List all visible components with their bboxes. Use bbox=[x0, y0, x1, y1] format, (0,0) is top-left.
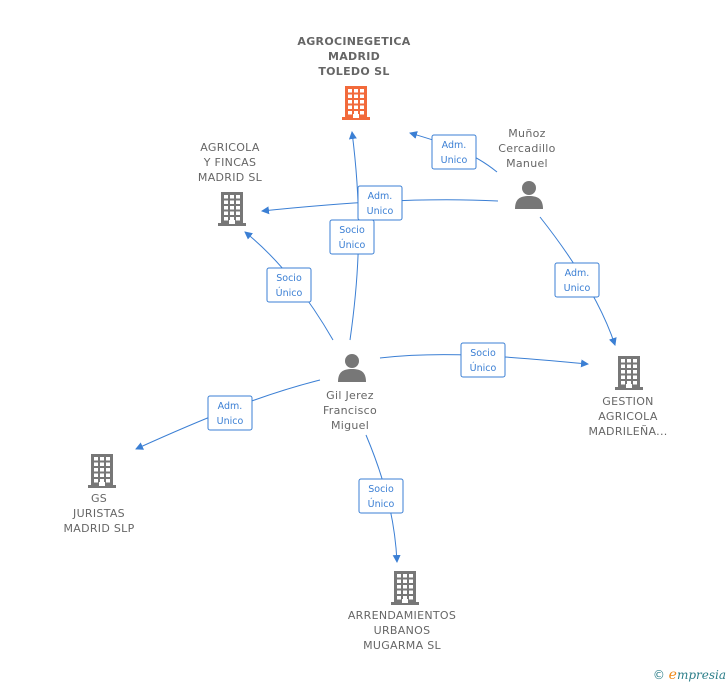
edge-label-text: Único bbox=[276, 287, 303, 299]
node-label-agricola-fincas[interactable]: AGRICOLA Y FINCAS MADRID SL bbox=[197, 141, 263, 184]
node-label-gil-jerez[interactable]: Gil Jerez Francisco Miguel bbox=[322, 389, 378, 432]
person-icon[interactable] bbox=[514, 180, 544, 214]
edge-label[interactable]: Adm. Unico bbox=[431, 134, 477, 170]
edge-label-box bbox=[357, 185, 403, 221]
copyright-symbol: © bbox=[652, 668, 665, 682]
node-label-gs-juristas[interactable]: GS JURISTAS MADRID SLP bbox=[63, 492, 135, 535]
edge-label-box bbox=[207, 395, 253, 431]
edge-label-text: Unico bbox=[564, 283, 591, 294]
building-icon[interactable] bbox=[216, 191, 248, 231]
node-label-munoz[interactable]: Muñoz Cercadillo Manuel bbox=[498, 127, 556, 170]
edge-label-box bbox=[460, 342, 506, 378]
brand-logo-text: mpresia bbox=[676, 668, 726, 682]
brand-logo-e: e bbox=[668, 667, 677, 683]
building-icon[interactable] bbox=[389, 570, 421, 610]
edge-label-text: Adm. bbox=[368, 191, 393, 202]
edge-label-box bbox=[431, 134, 477, 170]
node-label-agrocinegetica[interactable]: AGROCINEGETICA MADRID TOLEDO SL bbox=[297, 35, 411, 78]
building-icon[interactable] bbox=[86, 453, 118, 493]
building-icon[interactable] bbox=[613, 355, 645, 395]
edge-label-text: Único bbox=[470, 362, 497, 374]
edge-label-text: Socio bbox=[339, 225, 365, 236]
edge-label-text: Unico bbox=[441, 155, 468, 166]
edge-label[interactable]: Adm. Unico bbox=[207, 395, 253, 431]
brand-footer: © empresia bbox=[653, 667, 726, 683]
edge-label-text: Adm. bbox=[218, 401, 243, 412]
edge-label-text: Adm. bbox=[442, 140, 467, 151]
edge-label-text: Único bbox=[339, 239, 366, 251]
person-icon[interactable] bbox=[337, 353, 367, 387]
node-label-arrendamientos[interactable]: ARRENDAMIENTOS URBANOS MUGARMA SL bbox=[347, 609, 457, 652]
edge-label-box bbox=[266, 267, 312, 303]
edge-label-text: Unico bbox=[217, 416, 244, 427]
edge-label-text: Socio bbox=[470, 348, 496, 359]
edge-label-text: Único bbox=[368, 498, 395, 510]
edge-label-box bbox=[358, 478, 404, 514]
edge-label[interactable]: Adm. Unico bbox=[357, 185, 403, 221]
edge-label-text: Unico bbox=[367, 206, 394, 217]
edge-label[interactable]: Adm. Unico bbox=[554, 262, 600, 298]
edge-label-text: Socio bbox=[276, 273, 302, 284]
node-label-gestion-agricola[interactable]: GESTION AGRICOLA MADRILEÑA... bbox=[588, 395, 668, 438]
edge-label-text: Socio bbox=[368, 484, 394, 495]
building-icon[interactable] bbox=[340, 85, 372, 125]
edge-label-text: Adm. bbox=[565, 268, 590, 279]
edge-label-box bbox=[554, 262, 600, 298]
edge-label-box bbox=[329, 219, 375, 255]
